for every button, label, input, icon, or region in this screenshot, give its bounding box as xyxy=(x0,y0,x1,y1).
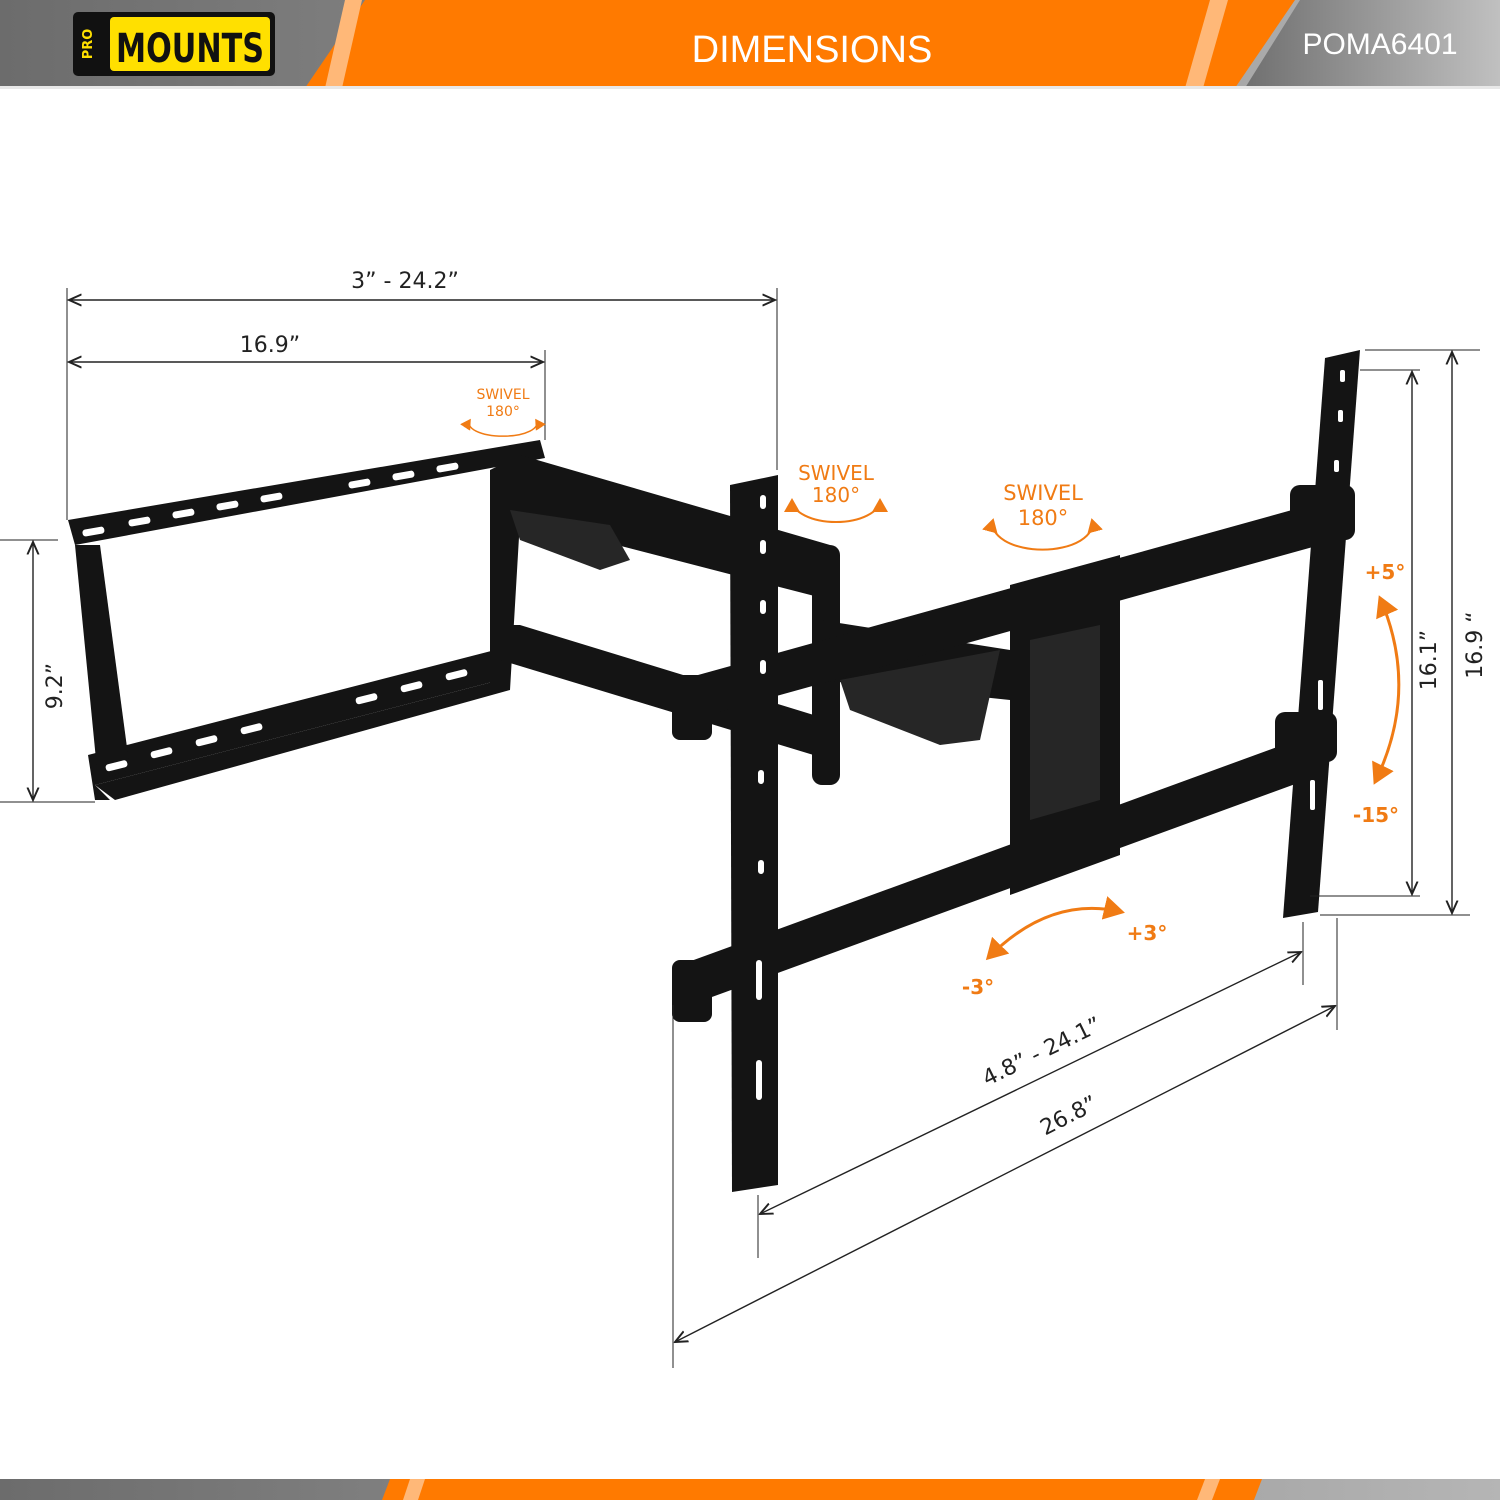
tilt-annotation: +5° -15° xyxy=(1353,560,1405,827)
tv-mount-illustration xyxy=(68,350,1360,1192)
dim-bracket-width-range: 4.8” - 24.1” xyxy=(979,1013,1106,1092)
svg-text:+3°: +3° xyxy=(1127,921,1168,945)
svg-text:SWIVEL: SWIVEL xyxy=(476,387,529,403)
logo-pro-text: PRO xyxy=(81,29,96,60)
logo-mounts-text: MOUNTS xyxy=(116,26,264,72)
promounts-logo: PRO MOUNTS xyxy=(73,12,275,76)
dim-bracket-height-inner: 16.1” xyxy=(1417,630,1442,690)
svg-text:SWIVEL: SWIVEL xyxy=(1003,481,1083,505)
swivel-annotation-2: SWIVEL 180° xyxy=(784,461,888,523)
level-annotation: +3° -3° xyxy=(962,896,1168,999)
dim-extension: 3” - 24.2” xyxy=(351,269,459,294)
svg-text:180°: 180° xyxy=(1018,506,1069,530)
swivel-annotation-3: SWIVEL 180° xyxy=(982,481,1103,551)
swivel-arrow-icon xyxy=(982,518,1103,551)
dim-arm-length: 16.9” xyxy=(240,333,300,358)
swivel-arrow-icon xyxy=(784,498,888,523)
page-title: DIMENSIONS xyxy=(692,29,933,71)
level-arrow-icon xyxy=(985,896,1125,961)
model-number: POMA6401 xyxy=(1302,28,1457,61)
tilt-arrow-icon xyxy=(1372,595,1401,785)
dim-bracket-width: 26.8” xyxy=(1036,1091,1101,1141)
footer-banner xyxy=(0,1479,1500,1500)
svg-text:+5°: +5° xyxy=(1365,560,1406,584)
svg-text:180°: 180° xyxy=(812,483,860,507)
dimension-lines xyxy=(0,288,1480,1368)
svg-text:SWIVEL: SWIVEL xyxy=(798,461,875,485)
svg-text:180°: 180° xyxy=(486,404,520,420)
swivel-arrow-icon xyxy=(460,418,546,437)
svg-text:-15°: -15° xyxy=(1353,803,1399,827)
dim-wall-plate-height: 9.2” xyxy=(43,663,68,709)
dim-bracket-height-outer: 16.9 “ xyxy=(1463,611,1488,678)
swivel-annotation-1: SWIVEL 180° xyxy=(460,387,546,437)
svg-text:-3°: -3° xyxy=(962,975,994,999)
